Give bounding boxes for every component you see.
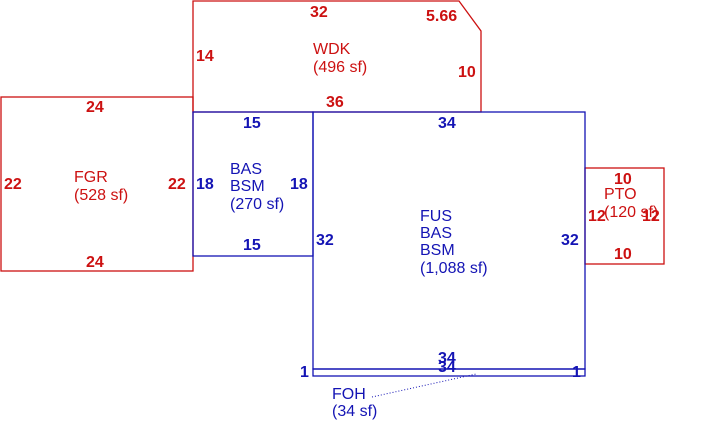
wdk-left-dim: 14 <box>196 48 214 65</box>
bas-right-dim: 18 <box>290 176 308 193</box>
bas-top-dim: 15 <box>243 115 261 132</box>
fus-code: FUS <box>420 208 452 225</box>
fus-left-dim: 32 <box>316 232 334 249</box>
wdk-bottom-dim: 36 <box>326 94 344 111</box>
foh-area: (34 sf) <box>332 403 377 420</box>
pto-area: (120 sf) <box>604 204 658 221</box>
fgr-bottom-dim: 24 <box>86 254 104 271</box>
bas-bsm-area: (270 sf) <box>230 196 284 213</box>
fgr-top-dim: 24 <box>86 99 104 116</box>
fgr-left-dim: 22 <box>4 176 22 193</box>
bsm-code: BSM <box>230 178 265 195</box>
foh-leader-line <box>371 373 477 398</box>
foh-right-dim: 1 <box>572 364 581 381</box>
fgr-right-dim: 22 <box>168 176 186 193</box>
foh-bottom-dim: 34 <box>438 359 456 376</box>
foh-top-dim: 34 <box>438 350 456 367</box>
fgr-area: (528 sf) <box>74 187 128 204</box>
fus-bsm-code: BSM <box>420 242 455 259</box>
wdk-code: WDK <box>313 41 351 58</box>
bas-bottom-dim: 15 <box>243 237 261 254</box>
foh-code: FOH <box>332 386 366 403</box>
fus-bas-code: BAS <box>420 225 452 242</box>
wdk-outline <box>192 0 482 113</box>
bas-code: BAS <box>230 161 262 178</box>
wdk-top-dim: 32 <box>310 4 328 21</box>
fgr-code: FGR <box>74 169 108 186</box>
pto-top-dim: 10 <box>614 171 632 188</box>
wdk-area: (496 sf) <box>313 59 367 76</box>
wdk-right-dim: 10 <box>458 64 476 81</box>
foh-left-dim: 1 <box>300 364 309 381</box>
fus-top-dim: 34 <box>438 115 456 132</box>
pto-right-dim: 12 <box>642 208 660 225</box>
pto-bottom-dim: 10 <box>614 246 632 263</box>
bas-left-dim: 18 <box>196 176 214 193</box>
fus-right-dim: 32 <box>561 232 579 249</box>
pto-left-dim: 12 <box>588 208 606 225</box>
foh-outline <box>312 368 586 377</box>
wdk-diagonal-dim: 5.66 <box>426 8 457 25</box>
fus-area: (1,088 sf) <box>420 260 488 277</box>
pto-code: PTO <box>604 186 637 203</box>
